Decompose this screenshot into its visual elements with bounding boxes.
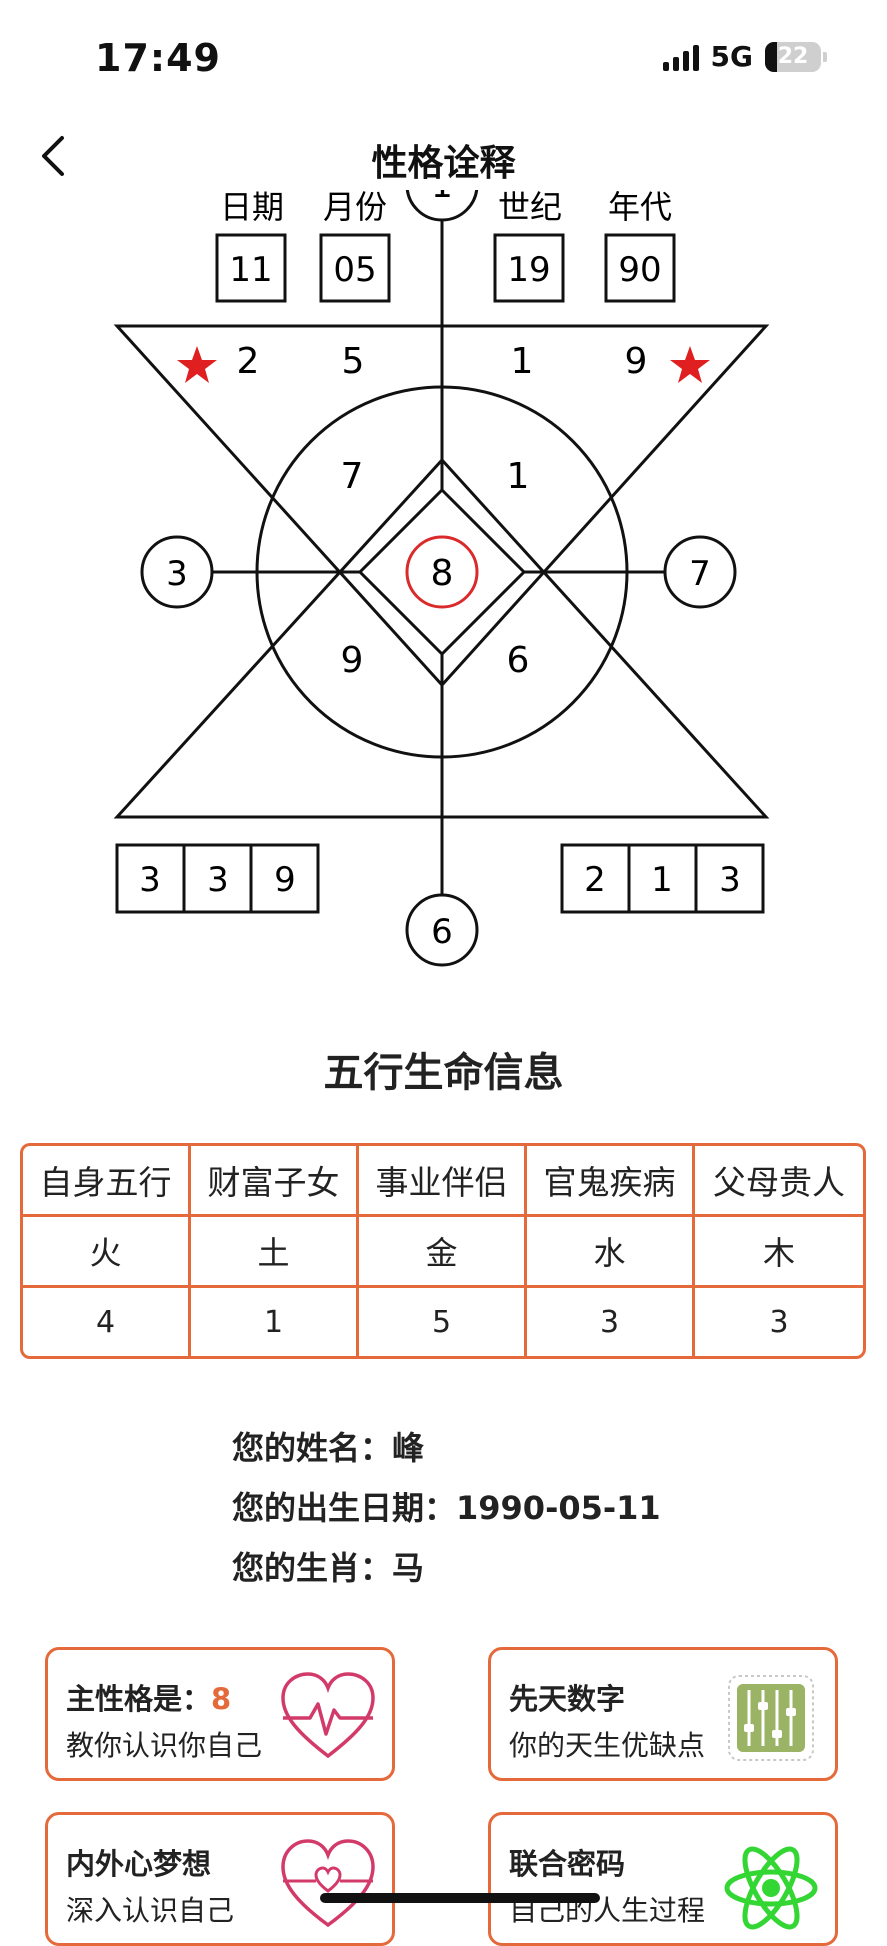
card-innate-numbers[interactable]: 先天数字 你的天生优缺点 xyxy=(488,1647,838,1781)
inner-top-left: 7 xyxy=(341,456,364,497)
atom-icon xyxy=(724,1846,818,1930)
card-title-accent: 8 xyxy=(211,1682,232,1716)
wuxing-header-cell: 官鬼疾病 xyxy=(527,1146,695,1217)
bottom-circle xyxy=(405,893,479,967)
inner-top-right: 1 xyxy=(507,456,530,497)
wuxing-element-cell: 土 xyxy=(191,1217,359,1288)
left-circle-value: 3 xyxy=(166,554,188,594)
center-ring xyxy=(405,535,479,609)
card-title: 联合密码 xyxy=(509,1847,626,1881)
status-indicators: 5G 22 xyxy=(662,40,827,73)
box-month xyxy=(319,233,391,303)
wuxing-count-cell: 3 xyxy=(527,1288,695,1356)
box-day xyxy=(215,233,287,303)
wuxing-element-cell: 火 xyxy=(23,1217,191,1288)
heart-icon xyxy=(281,1839,375,1928)
nav-bar: 性格诠释 xyxy=(0,110,887,200)
value-day: 11 xyxy=(229,250,272,290)
star-left-icon xyxy=(177,346,217,383)
wuxing-header-cell: 事业伴侣 xyxy=(359,1146,527,1217)
value-century: 19 xyxy=(507,250,550,290)
bottom-left-value-1: 3 xyxy=(139,860,161,900)
box-decade xyxy=(604,233,676,303)
bottom-triangle xyxy=(113,457,770,819)
top-triangle xyxy=(113,324,770,688)
value-decade: 90 xyxy=(618,250,661,290)
battery-icon: 22 xyxy=(765,41,821,72)
wuxing-count-cell: 4 xyxy=(23,1288,191,1356)
card-title: 主性格是：8 xyxy=(66,1676,231,1718)
wuxing-element-cell: 水 xyxy=(527,1217,695,1288)
card-subtitle: 你的天生优缺点 xyxy=(509,1729,706,1762)
inner-bottom-right: 6 xyxy=(507,640,530,681)
bottom-right-value-1: 2 xyxy=(584,860,606,900)
info-name: 您的姓名：峰 xyxy=(232,1429,425,1467)
card-subtitle: 深入认识自己 xyxy=(66,1894,235,1927)
card-inner-dreams[interactable]: 内外心梦想 深入认识自己 xyxy=(45,1812,395,1946)
home-indicator xyxy=(320,1893,600,1903)
battery-tip xyxy=(823,51,827,62)
triangle-value-1: 2 xyxy=(237,341,260,382)
wuxing-count-row: 4 1 5 3 3 xyxy=(23,1288,863,1356)
status-bar: 17:49 5G 22 xyxy=(0,0,887,110)
bottom-right-value-2: 1 xyxy=(651,860,673,900)
wuxing-header-cell: 财富子女 xyxy=(191,1146,359,1217)
bottom-left-value-3: 9 xyxy=(274,860,296,900)
wuxing-header-row: 自身五行 财富子女 事业伴侣 官鬼疾病 父母贵人 xyxy=(23,1146,863,1217)
wuxing-header-cell: 父母贵人 xyxy=(695,1146,863,1217)
wuxing-element-row: 火 土 金 水 木 xyxy=(23,1217,863,1288)
triangle-value-2: 5 xyxy=(342,341,365,382)
right-circle xyxy=(663,535,737,609)
card-subtitle: 教你认识你自己 xyxy=(66,1729,263,1762)
inner-bottom-left: 9 xyxy=(341,640,364,681)
bottom-right-value-3: 3 xyxy=(719,860,741,900)
bottom-left-box-group xyxy=(115,843,320,914)
bottom-circle-value: 6 xyxy=(431,912,453,952)
numerology-chart: 日期 月份 世纪 年代 11 05 19 90 1 8 7 1 9 6 xyxy=(0,190,887,990)
value-month: 05 xyxy=(333,250,376,290)
wuxing-count-cell: 1 xyxy=(191,1288,359,1356)
card-title: 先天数字 xyxy=(509,1682,626,1716)
star-right-icon xyxy=(670,346,710,383)
page-title: 性格诠释 xyxy=(371,143,516,184)
chevron-left-icon xyxy=(42,136,64,176)
wuxing-element-cell: 金 xyxy=(359,1217,527,1288)
status-time: 17:49 xyxy=(95,36,221,80)
battery-level: 22 xyxy=(777,43,809,69)
network-label: 5G xyxy=(710,40,753,73)
wuxing-count-cell: 5 xyxy=(359,1288,527,1356)
label-century: 世纪 xyxy=(498,190,562,226)
wuxing-header-cell: 自身五行 xyxy=(23,1146,191,1217)
bottom-left-value-2: 3 xyxy=(207,860,229,900)
wuxing-count-cell: 3 xyxy=(769,1304,789,1340)
label-decade: 年代 xyxy=(608,190,672,226)
card-main-personality[interactable]: 主性格是：8 教你认识你自己 xyxy=(45,1647,395,1781)
info-zodiac: 您的生肖：马 xyxy=(232,1549,425,1587)
card-title: 内外心梦想 xyxy=(66,1847,212,1881)
label-day: 日期 xyxy=(220,190,284,226)
triangle-value-3: 1 xyxy=(511,341,534,382)
heartbeat-heart-icon xyxy=(281,1672,375,1759)
back-button[interactable] xyxy=(28,128,84,184)
card-title-text: 主性格是： xyxy=(66,1682,212,1716)
center-value: 8 xyxy=(431,553,454,594)
bottom-right-box-group xyxy=(560,843,765,914)
wuxing-table: 自身五行 财富子女 事业伴侣 官鬼疾病 父母贵人 火 土 金 水 木 4 1 5… xyxy=(20,1143,866,1359)
left-circle xyxy=(140,535,214,609)
top-circle-value: 1 xyxy=(431,190,453,206)
box-century xyxy=(493,233,565,303)
right-circle-value: 7 xyxy=(689,554,711,594)
signal-icon xyxy=(662,43,699,71)
triangle-value-4: 9 xyxy=(625,341,648,382)
wuxing-title: 五行生命信息 xyxy=(323,1050,564,1096)
info-birth-date: 您的出生日期：1990-05-11 xyxy=(232,1489,661,1527)
label-month: 月份 xyxy=(323,190,387,226)
equalizer-sliders-icon xyxy=(728,1675,814,1761)
personal-info: 您的姓名：峰 您的出生日期：1990-05-11 您的生肖：马 xyxy=(232,1418,661,1598)
wuxing-element-cell: 木 xyxy=(695,1217,863,1288)
card-joint-code[interactable]: 联合密码 自己的人生过程 xyxy=(488,1812,838,1946)
